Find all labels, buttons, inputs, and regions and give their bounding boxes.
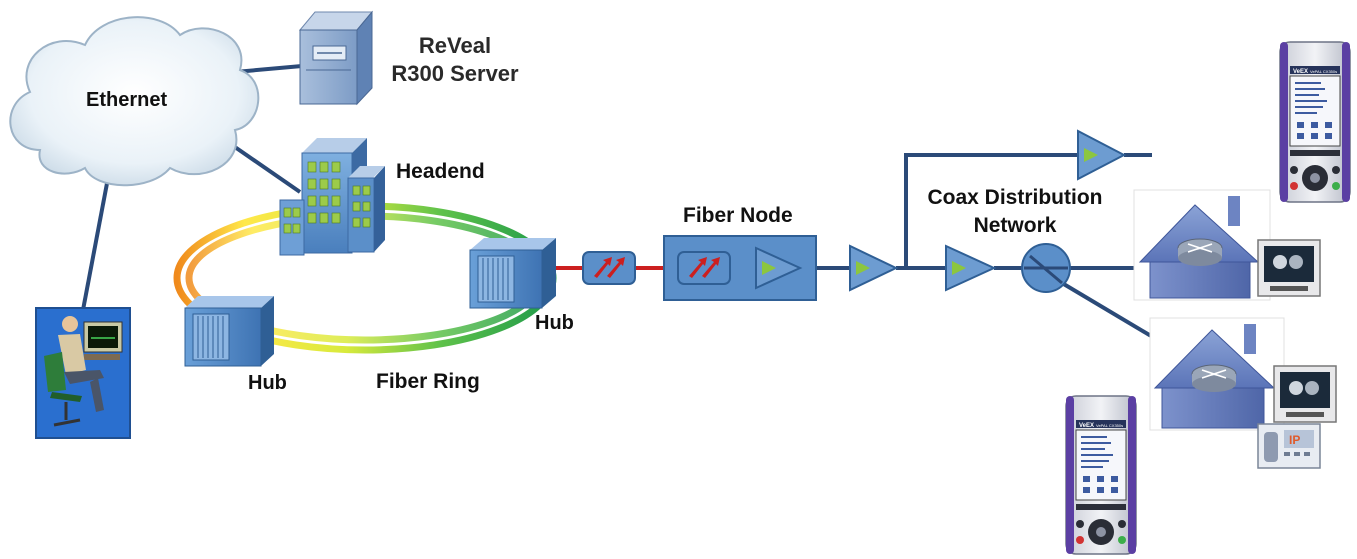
amplifier-3-icon: [1077, 129, 1127, 181]
ip-phone-icon: [1257, 423, 1321, 469]
fiber-node-label: Fiber Node: [683, 204, 793, 227]
headend-building-icon: [279, 138, 385, 256]
handheld-meter-top-icon: [1279, 41, 1351, 203]
link-ethernet-headend: [230, 143, 302, 194]
ethernet-cloud: [9, 16, 260, 187]
hub-right-icon: [469, 238, 556, 309]
device-top-brand: VeEX: [1293, 69, 1308, 75]
fiber-ring-label: Fiber Ring: [376, 370, 480, 393]
tap-splitter-icon: [1021, 243, 1071, 293]
amplifier-1-icon: [849, 244, 899, 292]
house-2-icon: [1149, 317, 1285, 431]
link-branch-upper: [904, 153, 1078, 268]
workstation-operator-icon: [35, 307, 131, 439]
reveal-server-icon: [298, 10, 374, 106]
server-label-line1: ReVeal: [418, 33, 492, 58]
amplifier-2-icon: [945, 244, 997, 292]
coax-label-line2: Network: [973, 214, 1057, 237]
headend-label: Headend: [396, 160, 485, 183]
handheld-meter-bottom-icon: [1065, 395, 1137, 555]
link-ethernet-server: [234, 64, 303, 74]
device-top-model: VePAL CX350s: [1310, 69, 1337, 74]
server-label: ReVeal R300 Server: [380, 32, 530, 88]
link-ethernet-workstation: [81, 177, 110, 311]
server-label-line2: R300 Server: [391, 61, 519, 86]
tv-2-icon: [1273, 365, 1337, 423]
ip-badge: IP: [1289, 433, 1300, 447]
optical-transmitter-icon: [582, 251, 636, 285]
hub-left-icon: [184, 296, 274, 367]
tv-1-icon: [1257, 239, 1321, 297]
coax-network-label: Coax Distribution Network: [912, 184, 1118, 240]
device-bottom-model: VePAL CX350s: [1096, 423, 1123, 428]
coax-label-line1: Coax Distribution: [927, 186, 1103, 209]
hub-left-label: Hub: [248, 372, 287, 394]
device-bottom-brand: VeEX: [1079, 423, 1094, 429]
fiber-node-icon: [663, 235, 817, 301]
house-1-icon: [1133, 189, 1271, 301]
ethernet-label: Ethernet: [86, 89, 168, 111]
hub-right-label: Hub: [535, 312, 574, 334]
